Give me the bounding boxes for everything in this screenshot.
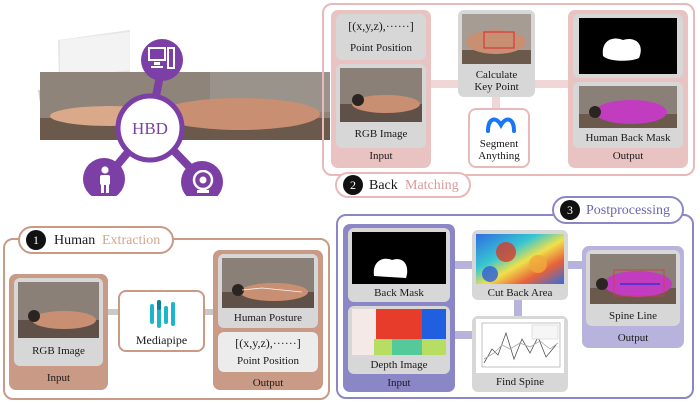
keypoint-card: Calculate Key Point bbox=[458, 10, 535, 97]
matching-title-b: Matching bbox=[405, 178, 459, 193]
sam-label-line1: Segment bbox=[479, 138, 519, 150]
postprocessing-title: Postprocessing bbox=[586, 203, 670, 218]
matching-output-label: Output bbox=[612, 150, 644, 162]
keypoint-image bbox=[462, 14, 531, 64]
spine-card: Spine Line bbox=[586, 250, 680, 326]
posture-label: Human Posture bbox=[233, 312, 303, 324]
postprocessing-header: 3 Postprocessing bbox=[552, 196, 684, 224]
depth-label: Depth Image bbox=[370, 359, 428, 371]
extraction-title-b: Extraction bbox=[102, 233, 161, 248]
posture-card: Human Posture bbox=[218, 254, 318, 328]
postprocessing-panel bbox=[336, 214, 694, 399]
hub-label: HBD bbox=[132, 119, 168, 138]
cut-back-card: Cut Back Area bbox=[472, 230, 568, 300]
post-output-label: Output bbox=[617, 332, 649, 344]
sam-label-line2: Anything bbox=[478, 150, 520, 162]
back-matching-header: 2 Back Matching bbox=[335, 172, 471, 198]
step-2-badge: 2 bbox=[343, 175, 363, 195]
matching-point-card: [(x,y,z),······] Point Position bbox=[336, 14, 426, 60]
matching-rgb-card: RGB Image bbox=[336, 64, 426, 148]
keypoint-label-line2: Key Point bbox=[474, 81, 519, 93]
human-back-mask-image bbox=[579, 86, 677, 128]
back-mask-card: Human Back Mask bbox=[573, 82, 683, 148]
find-spine-card: Find Spine bbox=[472, 316, 568, 392]
mask-black-card bbox=[573, 14, 683, 78]
meta-logo-icon bbox=[486, 117, 516, 133]
extraction-point-card: [(x,y,z),······] Point Position bbox=[218, 332, 318, 372]
backmask-label: Back Mask bbox=[374, 287, 424, 299]
segment-anything-card: Segment Anything bbox=[468, 108, 530, 168]
matching-rgb-label: RGB Image bbox=[354, 128, 408, 140]
matching-rgb-image bbox=[340, 68, 422, 122]
extraction-output-label: Output bbox=[252, 377, 284, 389]
matching-point-text: [(x,y,z),······] bbox=[348, 19, 414, 33]
backmask-card: Back Mask bbox=[348, 228, 450, 302]
mediapipe-card: Mediapipe bbox=[118, 290, 205, 352]
spine-line-image bbox=[590, 254, 676, 304]
cut-back-heatmap bbox=[476, 234, 564, 284]
extraction-point-label: Point Position bbox=[236, 355, 300, 367]
matching-input-label: Input bbox=[369, 150, 393, 162]
depth-image bbox=[352, 309, 446, 355]
keypoint-label-line1: Calculate bbox=[475, 69, 518, 81]
extraction-title-a: Human bbox=[54, 233, 96, 248]
back-mask-image bbox=[352, 232, 446, 284]
cut-back-label: Cut Back Area bbox=[487, 287, 553, 299]
extraction-input-label: Input bbox=[46, 372, 71, 384]
matching-point-label: Point Position bbox=[349, 42, 413, 54]
find-spine-label: Find Spine bbox=[496, 376, 544, 388]
human-posture-image bbox=[222, 258, 314, 308]
extraction-rgb-image bbox=[18, 282, 99, 338]
computer-icon bbox=[148, 47, 175, 69]
mediapipe-label: Mediapipe bbox=[135, 333, 188, 347]
depth-card: Depth Image bbox=[348, 306, 450, 374]
webcam-icon bbox=[192, 170, 214, 193]
find-spine-plot bbox=[476, 319, 564, 373]
extraction-rgb-label: RGB Image bbox=[32, 345, 85, 357]
step-1-badge: 1 bbox=[26, 230, 46, 250]
extraction-rgb-card: RGB Image bbox=[14, 278, 103, 366]
spine-label: Spine Line bbox=[609, 310, 657, 322]
mask-label: Human Back Mask bbox=[585, 132, 671, 144]
person-icon bbox=[100, 166, 110, 193]
mediapipe-logo-icon bbox=[150, 300, 175, 328]
binary-mask-image bbox=[579, 18, 677, 74]
step-3-badge: 3 bbox=[560, 200, 580, 220]
back-matching-panel bbox=[322, 3, 695, 176]
extraction-point-text: [(x,y,z),······] bbox=[235, 336, 301, 350]
matching-title-a: Back bbox=[369, 178, 398, 193]
post-input-label: Input bbox=[387, 377, 411, 389]
human-extraction-header: 1 Human Extraction bbox=[18, 226, 174, 254]
